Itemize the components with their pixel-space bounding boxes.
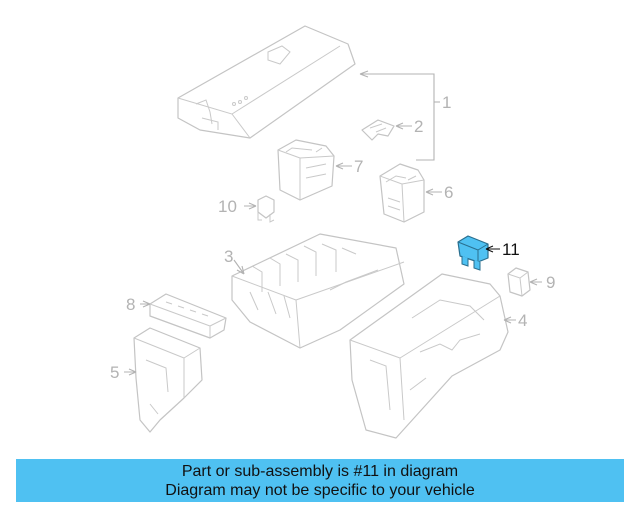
part-9-relay[interactable]	[507, 267, 531, 297]
callout-10[interactable]: 10	[218, 197, 237, 216]
part-2-clip[interactable]	[361, 119, 395, 141]
leader-1	[359, 70, 440, 161]
leader-3	[233, 259, 245, 275]
callout-4[interactable]: 4	[518, 311, 527, 330]
leader-11	[485, 245, 500, 253]
callout-8[interactable]: 8	[126, 295, 135, 314]
part-3-fuse-box-housing[interactable]	[231, 233, 405, 349]
leader-5	[124, 368, 137, 376]
callout-9[interactable]: 9	[546, 273, 555, 292]
callout-5[interactable]: 5	[110, 363, 119, 382]
callout-1[interactable]: 1	[442, 93, 451, 112]
parts-diagram: 1 2 3 4 5 6 7 8 9 10 11	[110, 25, 555, 439]
callout-2[interactable]: 2	[414, 117, 423, 136]
callout-7[interactable]: 7	[354, 157, 363, 176]
part-11-fuse-highlighted[interactable]	[457, 235, 489, 271]
callout-6[interactable]: 6	[444, 183, 453, 202]
part-6-fuse-block[interactable]	[379, 163, 425, 223]
leader-4	[503, 316, 516, 324]
part-8-connector-strip[interactable]	[149, 293, 227, 339]
leader-8	[140, 300, 151, 308]
info-banner: Part or sub-assembly is #11 in diagram D…	[16, 459, 624, 502]
part-1-fuse-box-cover[interactable]	[177, 25, 356, 139]
leader-2	[395, 122, 412, 130]
part-5-mounting-bracket[interactable]	[133, 327, 203, 433]
part-7-relay-holder[interactable]	[277, 139, 335, 201]
part-10-fuse[interactable]	[257, 195, 275, 223]
banner-line-part: Part or sub-assembly is #11 in diagram	[181, 463, 459, 480]
leader-6	[425, 188, 442, 196]
banner-line-disclaimer: Diagram may not be specific to your vehi…	[165, 482, 475, 499]
callout-11[interactable]: 11	[502, 240, 520, 259]
leader-10	[244, 202, 257, 210]
leader-7	[335, 162, 352, 170]
part-4-lower-tray[interactable]	[349, 273, 509, 439]
leader-9	[529, 278, 542, 286]
callout-3[interactable]: 3	[224, 247, 233, 266]
